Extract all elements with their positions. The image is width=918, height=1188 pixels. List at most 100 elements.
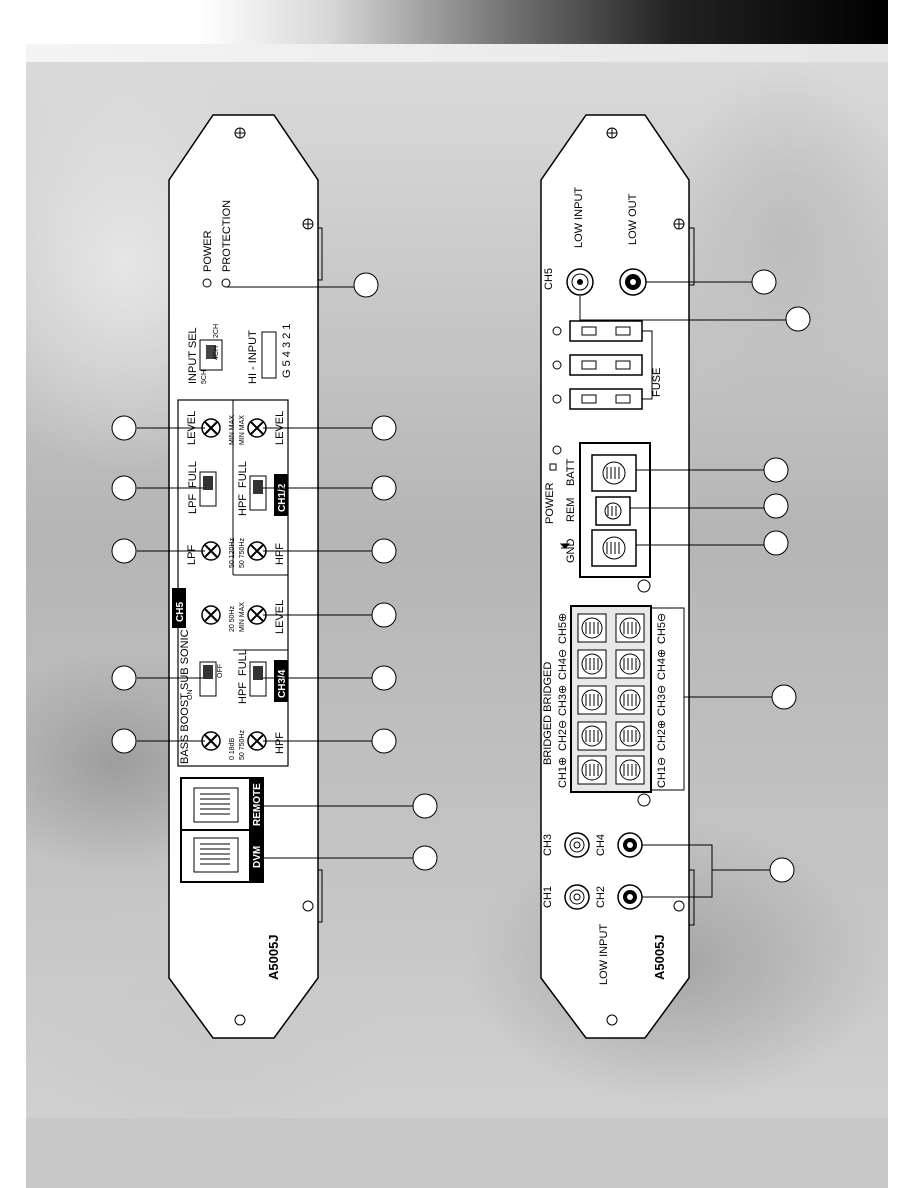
- ch12-tag: [274, 474, 288, 516]
- speaker-top-ch2: CH2⊖: [557, 720, 569, 751]
- subsonic-label: SUB SONIC: [179, 629, 191, 690]
- ch2-rca[interactable]: [617, 884, 643, 910]
- callout-circle: [769, 857, 795, 883]
- ch5-lpf-switch[interactable]: [199, 471, 217, 507]
- control-panel: POWER PROTECTION INPUT SEL 5CH 4CH 2CH H…: [111, 114, 438, 1039]
- footer-band: [26, 1118, 888, 1188]
- callout-circle: [763, 530, 789, 556]
- callout-circle: [412, 845, 438, 871]
- rem-terminal[interactable]: [595, 496, 631, 526]
- ch12-tag-text: CH1/2: [277, 483, 288, 512]
- gnd-terminal[interactable]: [591, 529, 637, 567]
- bass-boost-knob[interactable]: [201, 731, 221, 751]
- ch34-hpf-knob[interactable]: [247, 731, 267, 751]
- ch3-rca[interactable]: [564, 832, 590, 858]
- speaker-top-ch5: CH5⊕: [557, 613, 569, 644]
- dvm-label: DVM: [252, 846, 263, 868]
- ch5-low-input-rca[interactable]: [566, 268, 594, 296]
- rem-label: REM: [565, 498, 577, 522]
- screw-icon: [302, 218, 314, 230]
- dvm-jack[interactable]: [193, 837, 239, 873]
- remote-label: REMOTE: [252, 783, 263, 826]
- ch5-lpf-knob[interactable]: [201, 541, 221, 561]
- ch34-level-knob[interactable]: [247, 605, 267, 625]
- speaker-bottom-ch3: CH3⊖: [656, 685, 668, 716]
- ch5-lpf-range: 50 120Hz: [229, 538, 236, 568]
- ch5-label: CH5: [543, 268, 555, 290]
- ch12-hpf-switch-label: HPF: [237, 494, 249, 516]
- input-sel-knob[interactable]: [206, 345, 216, 359]
- speaker-bottom-ch1: CH1⊖: [656, 757, 668, 788]
- rca-ch3-label: CH3: [542, 834, 554, 856]
- ch12-hpf-switch[interactable]: [249, 475, 267, 511]
- callout-circle: [412, 793, 438, 819]
- low-input-label: LOW INPUT: [573, 187, 585, 248]
- input-sel-4ch: 4CH: [213, 346, 220, 360]
- subsonic-knob[interactable]: [201, 605, 221, 625]
- callout-circle: [111, 475, 137, 501]
- low-out-label: LOW OUT: [627, 193, 639, 245]
- input-sel-2ch: 2CH: [213, 324, 220, 338]
- speaker-bottom-ch2: CH2⊕: [656, 720, 668, 751]
- speaker-terminal[interactable]: [577, 613, 607, 643]
- speaker-terminal[interactable]: [615, 649, 645, 679]
- speaker-terminal[interactable]: [615, 613, 645, 643]
- ch34-hpf-switch[interactable]: [249, 661, 267, 697]
- subsonic-switch[interactable]: [199, 661, 217, 697]
- ch1-rca[interactable]: [564, 884, 590, 910]
- ch12-level-range: MIN MAX: [239, 415, 246, 445]
- ch5-low-out-rca[interactable]: [619, 268, 647, 296]
- batt-terminal[interactable]: [591, 454, 637, 492]
- ch12-full: FULL: [237, 461, 249, 488]
- speaker-terminal[interactable]: [615, 685, 645, 715]
- speaker-terminal[interactable]: [577, 649, 607, 679]
- hi-input-connector[interactable]: [261, 331, 277, 379]
- battery-icon: [549, 463, 557, 471]
- speaker-terminal[interactable]: [615, 755, 645, 785]
- ch5-level-knob[interactable]: [201, 418, 221, 438]
- fuse-1[interactable]: [569, 320, 643, 342]
- batt-label: BATT: [565, 458, 577, 486]
- callout-circle: [111, 728, 137, 754]
- speaker-terminal[interactable]: [577, 755, 607, 785]
- hi-input-pins: G 5 4 3 2 1: [281, 324, 293, 378]
- fuse-2[interactable]: [569, 354, 643, 376]
- callout-circle: [751, 269, 777, 295]
- bass-boost-label: BASS BOOST: [179, 693, 191, 764]
- callout-circle: [371, 475, 397, 501]
- bass-boost-range: 0 18dB: [229, 737, 236, 760]
- ch4-rca[interactable]: [617, 832, 643, 858]
- screw-icon: [673, 218, 685, 230]
- rca-ch2-label: CH2: [595, 886, 607, 908]
- model-label-2: A5005J: [652, 934, 667, 980]
- gnd-label: GND: [565, 539, 577, 564]
- remote-jack[interactable]: [193, 787, 239, 823]
- callout-circle: [371, 602, 397, 628]
- protection-led-icon: [221, 278, 231, 288]
- speaker-terminal[interactable]: [577, 721, 607, 751]
- speaker-top-ch4: CH4⊖: [557, 649, 569, 680]
- callout-circle: [111, 415, 137, 441]
- power-led-icon: [202, 278, 212, 288]
- rca-ch1-label: CH1: [542, 886, 554, 908]
- ch34-level-range: MIN MAX: [239, 602, 246, 632]
- ch5-tag: [172, 588, 186, 628]
- header-strip: [26, 44, 888, 64]
- ch5-lpf-switch-label: LPF: [187, 494, 199, 514]
- rca-ch4-label: CH4: [595, 834, 607, 856]
- fuse-3[interactable]: [569, 388, 643, 410]
- ch12-hpf-knob-label: HPF: [274, 543, 286, 565]
- speaker-bottom-ch5: CH5⊖: [656, 613, 668, 644]
- subsonic-off: OFF: [217, 664, 224, 678]
- ch5-level-range: MIN MAX: [229, 415, 236, 445]
- mount-hole-icon: [673, 900, 685, 912]
- speaker-terminal[interactable]: [577, 685, 607, 715]
- input-sel-label: INPUT SEL: [187, 327, 199, 384]
- speaker-terminal[interactable]: [615, 721, 645, 751]
- callout-circle: [371, 415, 397, 441]
- callout-circle: [763, 457, 789, 483]
- hi-input-label: HI - INPUT: [247, 330, 259, 384]
- connection-panel: CH5 LOW INPUT LOW OUT FUSE POWER BATT RE…: [540, 114, 811, 1039]
- speaker-top-ch1: CH1⊕: [557, 757, 569, 788]
